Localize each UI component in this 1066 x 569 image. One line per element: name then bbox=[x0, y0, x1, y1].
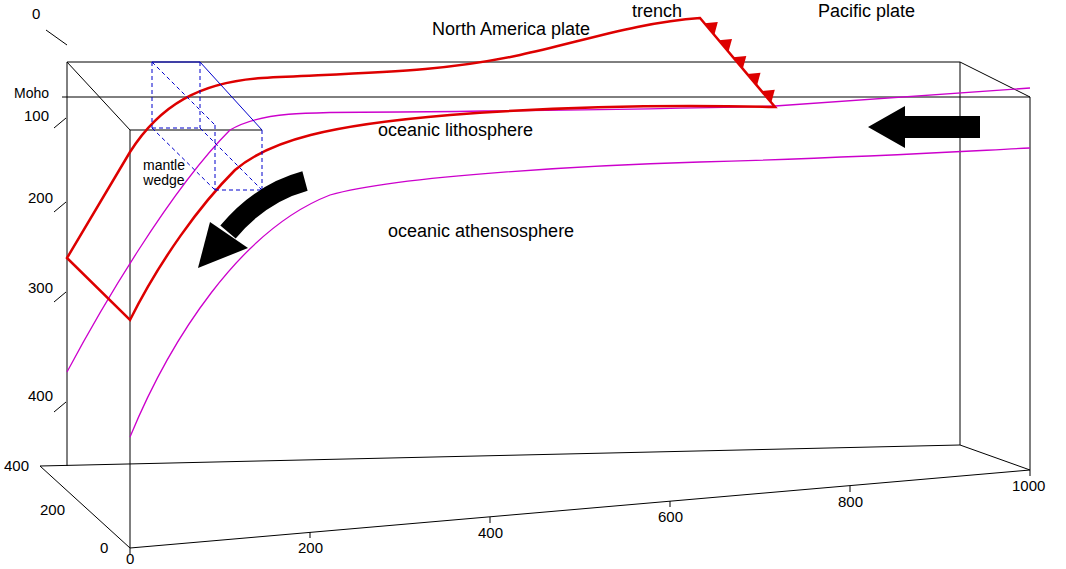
axis-tick: 0 bbox=[100, 540, 108, 557]
plate-name: North America plate bbox=[432, 20, 590, 40]
depth-tick: 400 bbox=[28, 388, 53, 405]
layer-name: oceanic athensosphere bbox=[388, 222, 574, 242]
trench-tooth bbox=[705, 22, 718, 35]
subduction-arrow bbox=[228, 181, 305, 232]
plate-motion-arrow bbox=[868, 106, 980, 148]
axis-tick: 600 bbox=[658, 509, 683, 526]
layer-name: oceanic lithosphere bbox=[378, 121, 533, 141]
trench-tooth bbox=[762, 90, 775, 103]
axis-tick: 400 bbox=[478, 525, 503, 542]
axis-tick: 1000 bbox=[1012, 478, 1045, 495]
trench-tooth bbox=[747, 73, 760, 86]
depth-tick: 200 bbox=[28, 190, 53, 207]
lithosphere-boundaries bbox=[67, 88, 1030, 437]
layer-name: Moho bbox=[14, 86, 49, 101]
axis-tick: 800 bbox=[838, 494, 863, 511]
region-name: mantle wedge bbox=[132, 158, 196, 189]
axis-tick: 0 bbox=[126, 551, 134, 568]
trench-tooth bbox=[733, 56, 746, 69]
trench-tooth bbox=[719, 39, 732, 52]
axis-tick: 200 bbox=[298, 540, 323, 557]
plate-name: Pacific plate bbox=[818, 2, 915, 22]
depth-tick: 300 bbox=[28, 280, 53, 297]
subduction-arrowhead bbox=[198, 222, 248, 268]
axis-tick: 400 bbox=[4, 458, 29, 475]
subducting-slab bbox=[67, 18, 775, 320]
feature-name: trench bbox=[632, 2, 682, 22]
trench-teeth bbox=[705, 22, 775, 103]
depth-tick: 0 bbox=[32, 6, 40, 23]
axis-tick: 200 bbox=[40, 502, 65, 519]
depth-tick: 100 bbox=[24, 108, 49, 125]
